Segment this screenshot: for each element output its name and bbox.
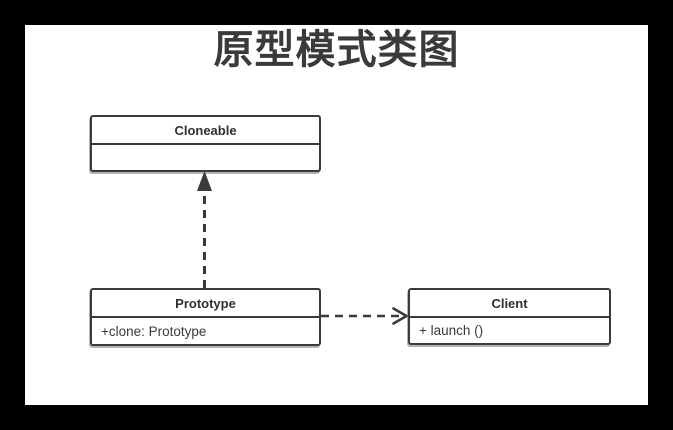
class-members-compartment: + launch ()	[419, 323, 484, 338]
class-name-label: Cloneable	[92, 117, 319, 145]
diagram-canvas: 原型模式类图 Cloneable Prototype +clone: Proto…	[25, 25, 648, 405]
dependency-arrow-prototype-to-client	[321, 307, 408, 325]
filled-triangle-arrowhead-icon	[197, 171, 212, 191]
class-name-label: Prototype	[92, 290, 319, 318]
diagram-title: 原型模式类图	[213, 28, 460, 72]
relation-arrows-layer	[197, 171, 408, 325]
class-members-compartment	[92, 145, 319, 170]
class-members-compartment: +clone: Prototype	[101, 323, 207, 339]
class-box-cloneable: Cloneable	[90, 115, 321, 172]
realization-arrow-prototype-to-cloneable	[197, 171, 212, 288]
class-box-prototype: Prototype +clone: Prototype	[90, 288, 321, 346]
class-name-label: Client	[410, 290, 609, 318]
class-box-client: Client + launch ()	[408, 288, 611, 345]
open-chevron-arrowhead-icon	[392, 307, 408, 325]
